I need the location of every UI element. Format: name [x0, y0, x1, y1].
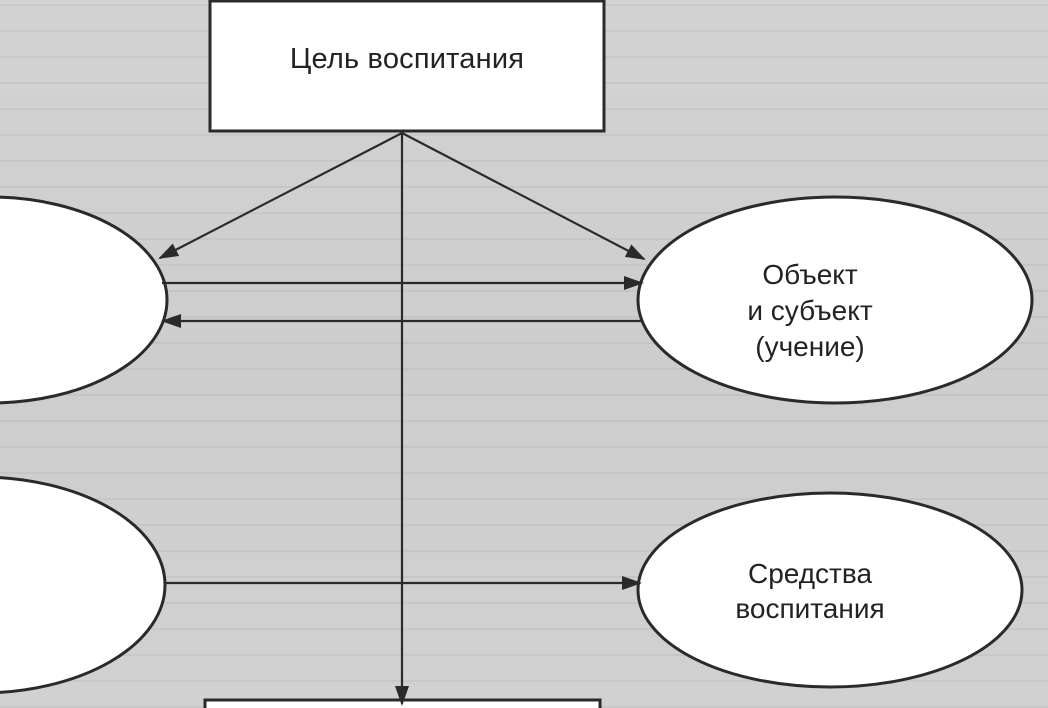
- left-top-ellipse: [0, 195, 169, 405]
- left-bottom-ellipse: [0, 476, 167, 694]
- goal-box: [208, 0, 606, 133]
- goal-to-left-arrow: [158, 132, 403, 259]
- object-subject-ellipse: [636, 195, 1034, 405]
- means-ellipse: [636, 491, 1024, 689]
- goal-to-object-arrow: [401, 132, 646, 260]
